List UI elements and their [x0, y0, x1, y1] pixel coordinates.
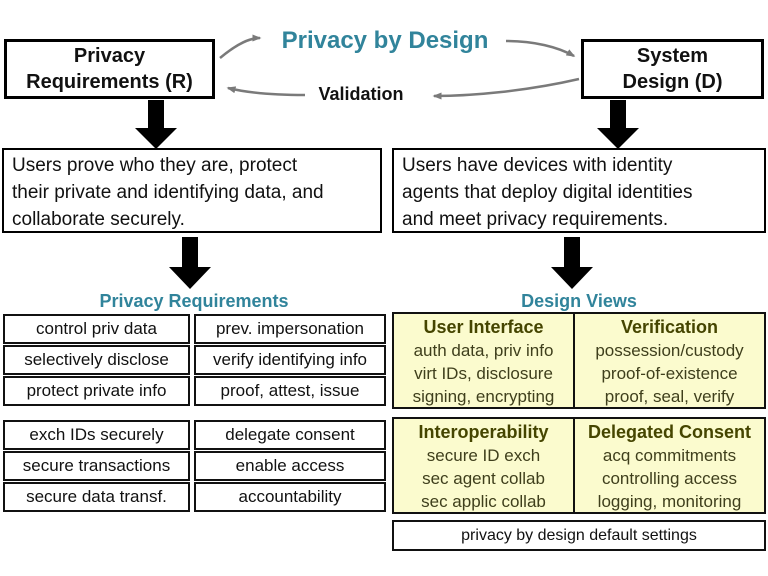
- default-settings-box: privacy by design default settings: [392, 520, 766, 551]
- requirement-cell: accountability: [194, 482, 386, 512]
- system-design-box-label: System Design (D): [622, 45, 723, 93]
- requirements-description-text: Users prove who they are, protect their …: [12, 155, 324, 230]
- requirement-cell: selectively disclose: [3, 345, 190, 375]
- cycle-arrow-to-title-icon: [219, 34, 262, 59]
- design-view-line: possession/custody: [595, 341, 744, 360]
- validation-label: Validation: [318, 84, 404, 104]
- requirement-cell: secure transactions: [3, 451, 190, 481]
- requirements-group1-col1: control priv data selectively disclose p…: [3, 314, 190, 406]
- down-arrow-left-description-icon: [169, 237, 211, 289]
- design-views-heading: Design Views: [521, 291, 637, 311]
- requirement-cell: verify identifying info: [194, 345, 386, 375]
- requirement-cell: secure data transf.: [3, 482, 190, 512]
- requirement-cell: proof, attest, issue: [194, 376, 386, 406]
- requirements-description-box: Users prove who they are, protect their …: [2, 148, 382, 233]
- design-view-line: proof-of-existence: [601, 364, 738, 383]
- design-view-title: Verification: [620, 317, 719, 337]
- requirement-cell: control priv data: [3, 314, 190, 344]
- page-title: Privacy by Design: [281, 27, 489, 54]
- design-views-row1: User Interface auth data, priv info virt…: [392, 312, 766, 409]
- validation-arrow-to-label-icon: [432, 77, 580, 100]
- privacy-requirements-box-label: Privacy Requirements (R): [26, 45, 193, 93]
- design-view-line: virt IDs, disclosure: [414, 364, 553, 383]
- design-view-line: proof, seal, verify: [604, 387, 735, 406]
- design-view-line: acq commitments: [602, 446, 737, 465]
- privacy-requirements-box: Privacy Requirements (R): [4, 39, 215, 99]
- design-view-line: signing, encrypting: [412, 387, 555, 406]
- default-settings-label: privacy by design default settings: [461, 526, 697, 544]
- design-view-title: Interoperability: [418, 422, 549, 442]
- design-view-user-interface: User Interface auth data, priv info virt…: [392, 312, 575, 409]
- design-view-interoperability: Interoperability secure ID exch sec agen…: [392, 417, 575, 514]
- requirements-group1-col2: prev. impersonation verify identifying i…: [194, 314, 386, 406]
- requirements-group2-col1: exch IDs securely secure transactions se…: [3, 420, 190, 512]
- design-view-line: sec agent collab: [422, 469, 545, 488]
- design-view-line: sec applic collab: [421, 492, 546, 511]
- requirement-cell: prev. impersonation: [194, 314, 386, 344]
- design-view-delegated-consent: Delegated Consent acq commitments contro…: [573, 417, 766, 514]
- design-view-line: secure ID exch: [426, 446, 541, 465]
- design-view-title: User Interface: [423, 317, 544, 337]
- design-view-verification: Verification possession/custody proof-of…: [573, 312, 766, 409]
- system-design-box: System Design (D): [581, 39, 764, 99]
- design-view-title: Delegated Consent: [587, 422, 752, 442]
- down-arrow-design-icon: [597, 100, 639, 149]
- down-arrow-right-description-icon: [551, 237, 593, 289]
- design-view-line: auth data, priv info: [413, 341, 554, 360]
- requirement-cell: enable access: [194, 451, 386, 481]
- cycle-arrow-to-design-icon: [505, 39, 576, 58]
- design-description-box: Users have devices with identity agents …: [392, 148, 766, 233]
- design-description-text: Users have devices with identity agents …: [402, 155, 693, 230]
- validation-arrow-to-requirements-icon: [226, 86, 306, 97]
- privacy-requirements-heading: Privacy Requirements: [99, 291, 289, 311]
- requirement-cell: exch IDs securely: [3, 420, 190, 450]
- requirement-cell: protect private info: [3, 376, 190, 406]
- down-arrow-requirements-icon: [135, 100, 177, 149]
- design-view-line: logging, monitoring: [597, 492, 742, 511]
- requirements-group2-col2: delegate consent enable access accountab…: [194, 420, 386, 512]
- requirement-cell: delegate consent: [194, 420, 386, 450]
- design-view-line: controlling access: [601, 469, 738, 488]
- design-views-row2: Interoperability secure ID exch sec agen…: [392, 417, 766, 514]
